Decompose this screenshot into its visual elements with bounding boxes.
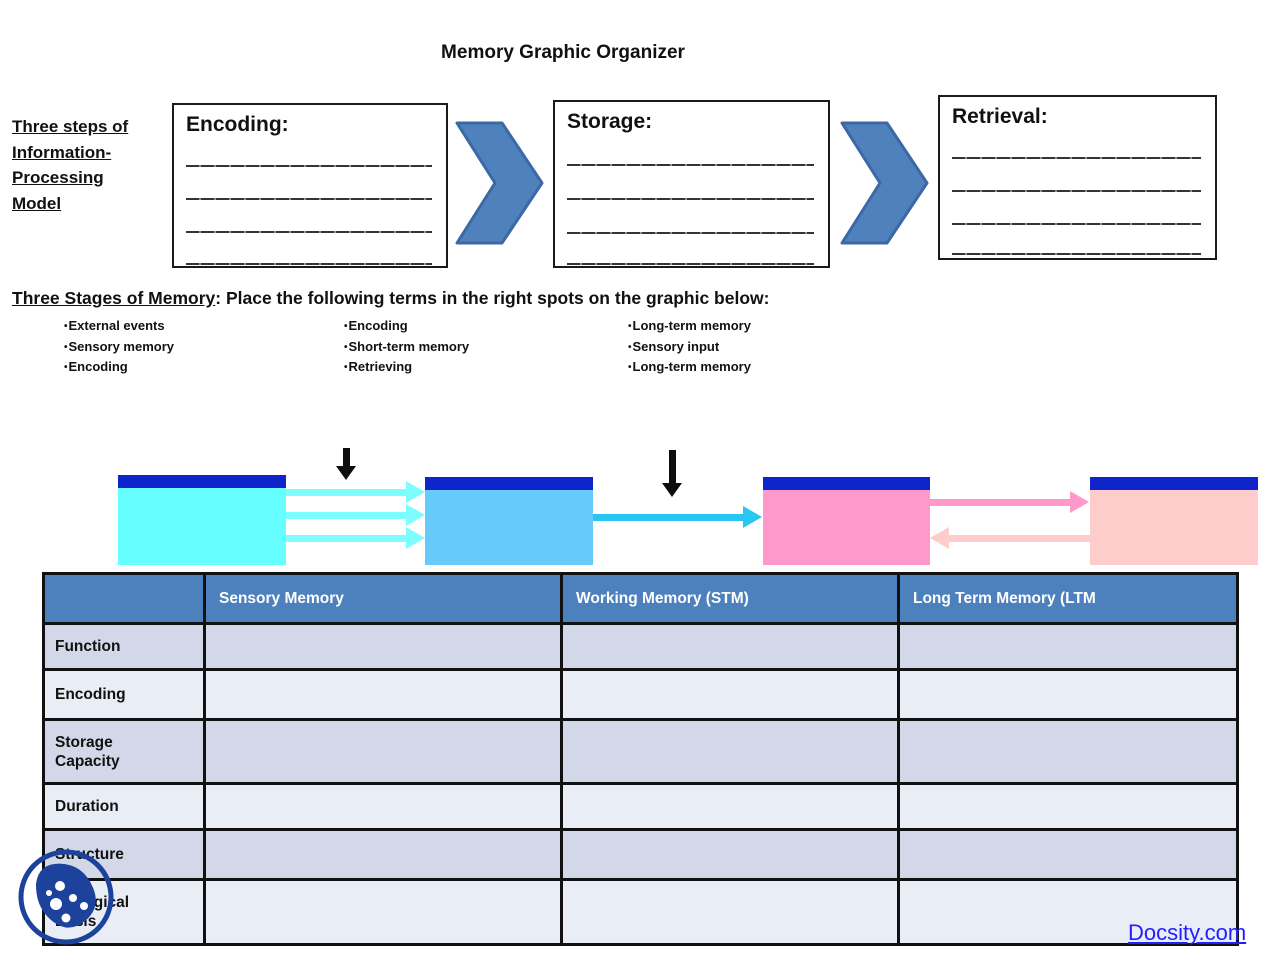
docsity-link[interactable]: Docsity.com <box>1128 920 1247 945</box>
table-header-empty <box>42 572 206 625</box>
blank-cell <box>203 622 563 671</box>
stages-instruction-text: : Place the following terms in the right… <box>215 288 770 308</box>
blank-cell <box>560 878 900 946</box>
right-arrow-icon <box>593 506 762 528</box>
fill-in-line <box>952 190 1201 192</box>
storage-step-box: Storage: <box>553 100 830 268</box>
storage-step-label: Storage: <box>567 110 653 133</box>
right-arrow-icon <box>286 481 425 503</box>
stages-instruction: Three Stages of Memory: Place the follow… <box>12 288 769 309</box>
model-label: Three steps of Information- Processing M… <box>12 114 182 216</box>
row-label: Duration <box>42 782 206 831</box>
blank-cell <box>203 828 563 881</box>
blank-cell <box>897 622 1239 671</box>
table-row: Structure <box>42 828 1239 881</box>
retrieval-step-box: Retrieval: <box>938 95 1217 260</box>
flow-chevron-icon <box>455 121 544 245</box>
fill-in-line <box>186 263 432 265</box>
fill-in-line <box>952 223 1201 225</box>
flow-chevron-icon <box>840 121 929 245</box>
encoding-step-box: Encoding: <box>172 103 448 268</box>
table-row: Duration <box>42 782 1239 831</box>
term-item: Retrieving <box>344 357 469 378</box>
blank-cell <box>897 828 1239 881</box>
term-item: Sensory input <box>628 337 751 358</box>
table-header-row: Sensory Memory Working Memory (STM) Long… <box>42 572 1239 625</box>
model-label-line: Information- <box>12 142 112 162</box>
down-arrow-icon <box>336 448 356 480</box>
term-item: Sensory memory <box>64 337 175 358</box>
blank-cell <box>897 668 1239 721</box>
table-header-sensory: Sensory Memory <box>203 572 563 625</box>
encoding-step-label: Encoding: <box>186 113 289 136</box>
term-column-2: Encoding Short-term memory Retrieving <box>344 316 470 378</box>
blank-cell <box>897 782 1239 831</box>
sensory-memory-blank-box <box>118 475 286 565</box>
box-top-bar <box>1090 477 1258 490</box>
fill-in-line <box>186 165 432 167</box>
fill-in-line <box>567 232 814 234</box>
right-arrow-icon <box>286 504 425 526</box>
table-row: Function <box>42 622 1239 671</box>
row-label: Encoding <box>42 668 206 721</box>
term-item: External events <box>64 316 174 337</box>
term-item: Encoding <box>64 357 174 378</box>
row-label: Function <box>42 622 206 671</box>
blank-cell <box>897 878 1239 946</box>
model-label-line: Three steps of <box>12 117 129 136</box>
memory-comparison-table: Sensory Memory Working Memory (STM) Long… <box>42 572 1239 946</box>
down-arrow-icon <box>662 450 682 497</box>
working-memory-blank-box <box>425 477 593 565</box>
fill-in-line <box>186 231 432 233</box>
retrieval-step-label: Retrieval: <box>952 105 1048 128</box>
retrieval-blank-box <box>1090 477 1258 565</box>
fill-in-line <box>567 198 814 200</box>
blank-cell <box>203 718 563 785</box>
term-column-1: External events Sensory memory Encoding <box>64 316 175 378</box>
blank-cell <box>560 668 900 721</box>
left-arrow-icon <box>930 527 1090 549</box>
blank-cell <box>560 718 900 785</box>
blank-cell <box>560 782 900 831</box>
blank-cell <box>203 878 563 946</box>
right-arrow-icon <box>930 491 1089 513</box>
stages-instruction-heading: Three Stages of Memory <box>12 288 216 308</box>
blank-cell <box>203 782 563 831</box>
box-top-bar <box>425 477 593 490</box>
fill-in-line <box>567 263 814 265</box>
term-item: Long-term memory <box>628 357 751 378</box>
term-item: Short-term memory <box>344 337 470 358</box>
blank-cell <box>560 828 900 881</box>
row-label: Storage Capacity <box>42 718 206 785</box>
table-row: Encoding <box>42 668 1239 721</box>
box-top-bar <box>118 475 286 488</box>
fill-in-line <box>186 198 432 200</box>
term-column-3: Long-term memory Sensory input Long-term… <box>628 316 751 378</box>
table-row: Storage Capacity <box>42 718 1239 785</box>
blank-cell <box>560 622 900 671</box>
table-header-longterm: Long Term Memory (LTM <box>897 572 1239 625</box>
model-label-line: Processing <box>12 168 104 187</box>
fill-in-line <box>952 157 1201 159</box>
table-row: Biological Basis <box>42 878 1239 946</box>
blank-cell <box>897 718 1239 785</box>
docsity-logo-icon <box>18 849 114 945</box>
term-item: Long-term memory <box>628 316 751 337</box>
table-header-working: Working Memory (STM) <box>560 572 900 625</box>
fill-in-line <box>567 164 814 166</box>
term-item: Encoding <box>344 316 469 337</box>
fill-in-line <box>952 253 1201 255</box>
blank-cell <box>203 668 563 721</box>
page-title: Memory Graphic Organizer <box>441 42 685 63</box>
right-arrow-icon <box>286 527 425 549</box>
longterm-memory-blank-box <box>763 477 930 565</box>
box-top-bar <box>763 477 930 490</box>
model-label-line: Model <box>12 193 62 213</box>
